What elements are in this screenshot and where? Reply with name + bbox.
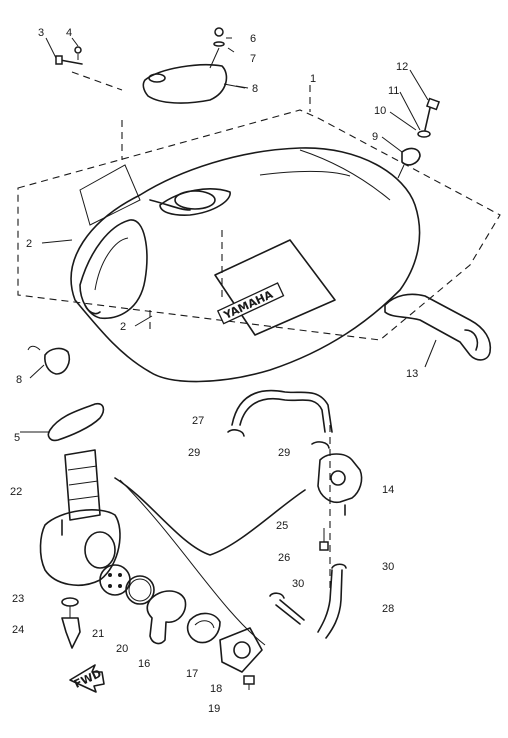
callout-8: 8 bbox=[252, 83, 258, 95]
callout-6: 6 bbox=[250, 33, 256, 45]
callout-11: 11 bbox=[388, 85, 399, 97]
callout-19: 19 bbox=[208, 703, 220, 715]
hose-clip-part-29 bbox=[227, 429, 330, 449]
callout-2: 2 bbox=[26, 238, 32, 250]
callout-23: 23 bbox=[12, 593, 24, 605]
lever-part-16 bbox=[146, 590, 187, 645]
callout-3: 3 bbox=[38, 27, 44, 39]
tank-assembly-dashed-outline bbox=[17, 71, 501, 590]
callout-5: 5 bbox=[14, 432, 20, 444]
hose-clip-part-30 bbox=[269, 592, 305, 625]
callout-25: 25 bbox=[276, 520, 288, 532]
fuel-tank: YAMAHA bbox=[70, 147, 421, 383]
fuel-cock-part-22 bbox=[39, 449, 121, 586]
callout-18: 18 bbox=[210, 683, 222, 695]
callout-20: 20 bbox=[116, 643, 128, 655]
screw-part-19 bbox=[243, 675, 255, 690]
callout-30: 30 bbox=[292, 578, 304, 590]
gasket-part-17 bbox=[186, 612, 221, 644]
plate-part-18 bbox=[219, 627, 263, 673]
callout-7: 7 bbox=[250, 53, 256, 65]
o-ring-part-20 bbox=[125, 575, 155, 605]
bolt-part-12 bbox=[397, 97, 441, 179]
callout-12: 12 bbox=[396, 61, 408, 73]
callout-8: 8 bbox=[16, 374, 22, 386]
forward-direction-arrow: FWD bbox=[69, 664, 105, 693]
callout-24: 24 bbox=[12, 624, 24, 636]
bolt-part-3-4 bbox=[55, 46, 83, 65]
filter-part-23-24 bbox=[61, 597, 81, 649]
callout-leaders bbox=[20, 37, 437, 433]
screw-part-6-7 bbox=[209, 27, 225, 69]
grommet-part-8 bbox=[27, 345, 71, 375]
callout-9: 9 bbox=[372, 131, 378, 143]
callout-13: 13 bbox=[406, 368, 418, 380]
callout-16: 16 bbox=[138, 658, 150, 670]
callout-14: 14 bbox=[382, 484, 394, 496]
yamaha-emblem: YAMAHA bbox=[216, 282, 285, 325]
drain-hose-part-28 bbox=[317, 563, 347, 639]
valve-part-14 bbox=[317, 453, 363, 516]
callout-28: 28 bbox=[382, 603, 394, 615]
bracket-part-13 bbox=[384, 293, 492, 361]
callout-30: 30 bbox=[382, 561, 394, 573]
gasket-part-5 bbox=[47, 402, 105, 442]
callout-numbers: 1 2 2 3 4 5 6 7 8 8 9 10 11 12 13 14 16 … bbox=[10, 27, 418, 715]
callout-17: 17 bbox=[186, 668, 198, 680]
callout-27: 27 bbox=[192, 415, 204, 427]
hose-routing-line bbox=[114, 477, 306, 646]
callout-29: 29 bbox=[278, 447, 290, 459]
callout-1: 1 bbox=[310, 73, 316, 85]
callout-26: 26 bbox=[278, 552, 290, 564]
callout-10: 10 bbox=[374, 105, 386, 117]
tank-cover-part-8 bbox=[142, 63, 246, 104]
callout-4: 4 bbox=[66, 27, 72, 39]
callout-22: 22 bbox=[10, 486, 22, 498]
callout-2: 2 bbox=[120, 321, 126, 333]
callout-21: 21 bbox=[92, 628, 104, 640]
callout-29: 29 bbox=[188, 447, 200, 459]
fuel-hose-part-27 bbox=[231, 389, 333, 433]
bolt-part-26 bbox=[319, 528, 329, 551]
svg-text:FWD: FWD bbox=[72, 667, 104, 691]
